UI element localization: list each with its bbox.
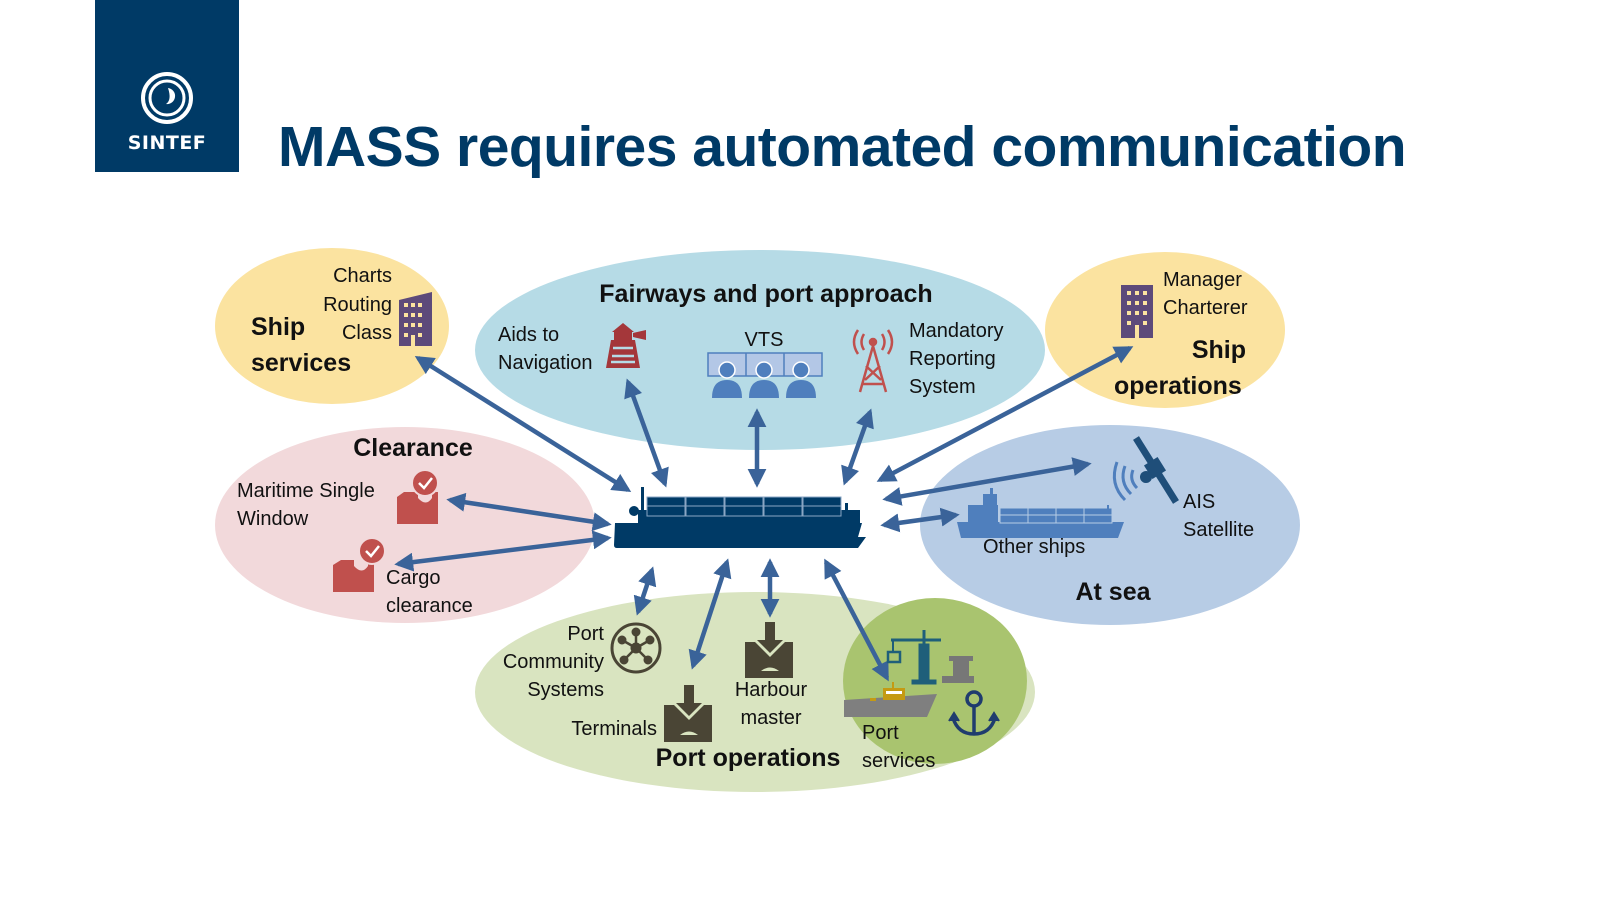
approved-inbox-icon bbox=[397, 469, 439, 524]
network-hub-icon bbox=[610, 622, 662, 674]
cargo-label-1: Cargo bbox=[386, 567, 440, 589]
clearance-heading: Clearance bbox=[353, 434, 473, 462]
central-ship-icon bbox=[614, 487, 866, 548]
terminals-label: Terminals bbox=[571, 718, 657, 740]
arrow-other-ships bbox=[880, 507, 960, 533]
ais-label-2: Satellite bbox=[1183, 519, 1254, 541]
sintef-logo: SINTEF bbox=[95, 0, 239, 172]
page-title: MASS requires automated communication bbox=[278, 115, 1407, 179]
aids-label-1: Aids to bbox=[498, 324, 559, 346]
ship-services-item-routing: Routing bbox=[323, 294, 392, 316]
msw-label-1: Maritime Single bbox=[237, 480, 375, 502]
arrow-cargo-clearance bbox=[394, 530, 612, 572]
bollard-icon bbox=[942, 656, 974, 683]
port-services-label-1: Port bbox=[862, 722, 899, 744]
mrs-label-3: System bbox=[909, 376, 976, 398]
msw-label-2: Window bbox=[237, 508, 309, 530]
at-sea-heading: At sea bbox=[1075, 578, 1151, 606]
ship-services-item-class: Class bbox=[342, 322, 392, 344]
sintef-swirl-icon bbox=[141, 72, 193, 124]
arrow-aids-to-navigation bbox=[624, 378, 669, 488]
arrow-port-services bbox=[824, 558, 889, 682]
anchor-icon bbox=[948, 690, 1000, 736]
tugboat-icon bbox=[844, 682, 937, 717]
pcs-label-2: Community bbox=[503, 651, 604, 673]
mrs-label-1: Mandatory bbox=[909, 320, 1004, 342]
ais-label-1: AIS bbox=[1183, 491, 1215, 513]
arrow-msw bbox=[446, 492, 612, 532]
ship-operations-heading-2: operations bbox=[1114, 372, 1242, 400]
approved-inbox-icon bbox=[333, 537, 386, 592]
arrow-terminals bbox=[688, 558, 732, 670]
pcs-label-1: Port bbox=[567, 623, 604, 645]
arrow-mrs bbox=[841, 408, 874, 486]
radio-tower-icon bbox=[852, 329, 894, 393]
arrow-ship-services bbox=[414, 355, 632, 493]
download-inbox-icon bbox=[664, 685, 712, 742]
pcs-label-3: Systems bbox=[527, 679, 604, 701]
ship-operations-heading-1: Ship bbox=[1192, 336, 1246, 364]
logo-text: SINTEF bbox=[127, 132, 207, 154]
arrow-ais-satellite bbox=[882, 457, 1092, 506]
satellite-icon bbox=[1112, 436, 1179, 504]
ship-services-heading-1: Ship bbox=[251, 313, 305, 341]
port-services-label-2: services bbox=[862, 750, 935, 772]
office-building-icon bbox=[399, 292, 432, 346]
vts-label: VTS bbox=[745, 329, 784, 351]
mrs-label-2: Reporting bbox=[909, 348, 996, 370]
harbour-label-2: master bbox=[740, 707, 801, 729]
ship-services-item-charts: Charts bbox=[333, 265, 392, 287]
lighthouse-icon bbox=[606, 323, 646, 368]
office-building-icon bbox=[1121, 285, 1153, 338]
aids-label-2: Navigation bbox=[498, 352, 593, 374]
arrow-pcs bbox=[633, 566, 657, 616]
port-operations-heading: Port operations bbox=[656, 744, 841, 772]
ship-services-heading-2: services bbox=[251, 349, 351, 377]
fairways-heading: Fairways and port approach bbox=[599, 280, 932, 308]
other-ships-label: Other ships bbox=[983, 536, 1085, 558]
ship-services-group bbox=[215, 248, 449, 404]
cargo-label-2: clearance bbox=[386, 595, 473, 617]
vts-operators-icon bbox=[707, 352, 823, 398]
download-inbox-icon bbox=[745, 622, 793, 678]
other-ship-icon bbox=[957, 488, 1124, 538]
ship-operations-item-manager: Manager bbox=[1163, 269, 1242, 291]
ship-operations-item-charterer: Charterer bbox=[1163, 297, 1248, 319]
crane-icon bbox=[886, 630, 941, 685]
harbour-label-1: Harbour bbox=[735, 679, 808, 701]
